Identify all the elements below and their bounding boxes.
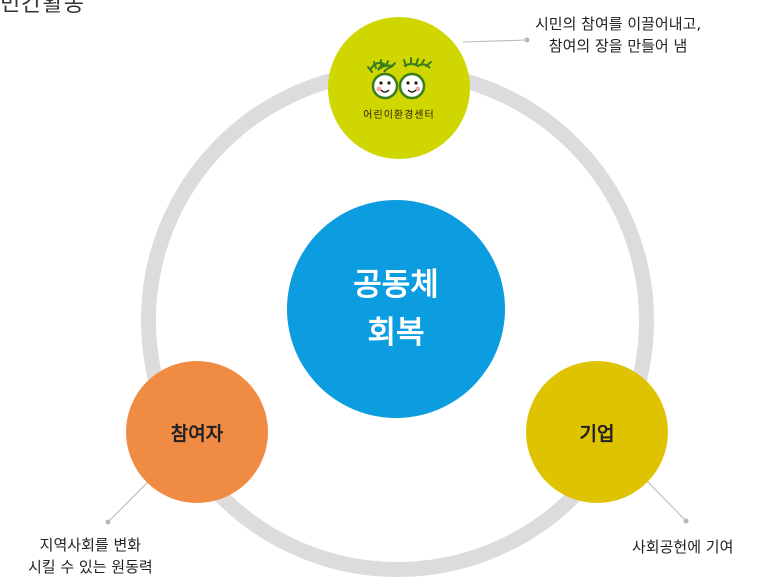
connector-left (107, 479, 151, 523)
left-node-participants: 참여자 (126, 361, 268, 503)
header-title-cut: 민간활동 (0, 0, 85, 17)
center-node-label: 공동체 회복 (353, 267, 439, 351)
top-node-logo: 어린이환경센터 (328, 17, 470, 159)
two-faces-logo-icon (367, 56, 432, 99)
connector-right (645, 479, 687, 522)
right-node-company: 기업 (526, 361, 668, 503)
connector-top (462, 39, 528, 43)
center-node-community-recovery: 공동체 회복 (287, 200, 505, 418)
right-node-label: 기업 (579, 422, 615, 445)
connector-left-dot (105, 519, 111, 525)
note-right: 사회공헌에 기여 (632, 538, 734, 556)
left-node-label: 참여자 (170, 422, 224, 445)
connector-top-dot (524, 37, 530, 43)
note-left: 지역사회를 변화 시킬 수 있는 원동력 (28, 536, 153, 576)
note-top: 시민의 참여를 이끌어내고, 참여의 장을 만들어 냄 (535, 15, 702, 55)
connector-right-dot (683, 518, 689, 524)
logo-wordmark: 어린이환경센터 (363, 109, 435, 121)
